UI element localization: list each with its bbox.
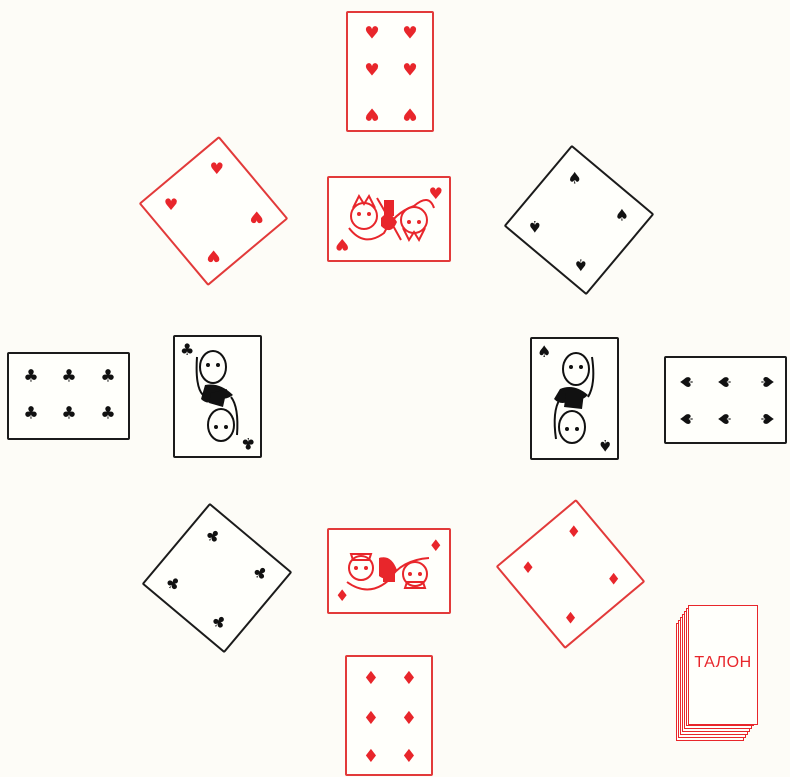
heart-icon: ♥ — [335, 236, 349, 252]
heart-icon: ♥ — [206, 247, 220, 263]
card-six-of-clubs[interactable]: ♣ ♣ ♣ ♣ ♣ ♣ — [7, 352, 130, 440]
card-four-of-clubs[interactable]: ♣ ♣ ♣ ♣ — [142, 503, 293, 654]
heart-icon: ♥ — [364, 26, 379, 43]
spade-icon: ♠ — [758, 411, 775, 426]
card-queen-of-clubs[interactable]: ♣ ♣ — [173, 335, 262, 458]
club-icon: ♣ — [241, 435, 255, 451]
spade-icon: ♠ — [680, 374, 697, 389]
heart-icon: ♥ — [402, 63, 417, 80]
spade-icon: ♠ — [758, 374, 775, 389]
diamond-icon: ♦ — [401, 670, 417, 688]
diamond-icon: ♦ — [521, 560, 535, 576]
club-icon: ♣ — [202, 526, 223, 547]
heart-icon: ♥ — [364, 63, 379, 80]
spade-icon: ♠ — [567, 171, 581, 187]
diamond-icon: ♦ — [567, 524, 581, 540]
spade-icon: ♠ — [574, 257, 588, 273]
heart-icon: ♥ — [164, 197, 178, 213]
heart-icon: ♥ — [402, 26, 417, 43]
card-six-of-spades[interactable]: ♠ ♠ ♠ ♠ ♠ ♠ — [664, 356, 787, 444]
club-icon: ♣ — [100, 406, 115, 423]
diamond-icon: ♦ — [363, 710, 379, 728]
talon-stack[interactable]: ТАЛОН — [676, 605, 786, 745]
diamond-icon: ♦ — [335, 588, 349, 604]
diamond-icon: ♦ — [401, 710, 417, 728]
talon-label: ТАЛОН — [689, 654, 757, 672]
club-icon: ♣ — [61, 406, 76, 423]
card-six-of-hearts[interactable]: ♥ ♥ ♥ ♥ ♥ ♥ — [346, 11, 434, 132]
heart-icon: ♥ — [429, 186, 443, 202]
heart-icon: ♥ — [364, 105, 379, 122]
card-queen-of-spades[interactable]: ♠ ♠ — [530, 337, 619, 460]
card-four-of-spades[interactable]: ♠ ♠ ♠ ♠ — [504, 145, 655, 296]
diamond-icon: ♦ — [606, 572, 620, 588]
heart-icon: ♥ — [402, 105, 417, 122]
club-icon: ♣ — [100, 369, 115, 386]
diamond-icon: ♦ — [363, 670, 379, 688]
club-icon: ♣ — [180, 342, 194, 358]
card-six-of-diamonds[interactable]: ♦ ♦ ♦ ♦ ♦ ♦ — [345, 655, 433, 776]
spade-icon: ♠ — [598, 437, 612, 453]
spade-icon: ♠ — [537, 344, 551, 360]
talon-top-card: ТАЛОН — [688, 605, 758, 725]
diamond-icon: ♦ — [429, 538, 443, 554]
club-icon: ♣ — [249, 563, 270, 584]
club-icon: ♣ — [61, 369, 76, 386]
diamond-icon: ♦ — [363, 748, 379, 766]
card-king-of-hearts[interactable]: ♥ ♥ — [327, 176, 451, 262]
heart-icon: ♥ — [210, 161, 224, 177]
card-four-of-diamonds[interactable]: ♦ ♦ ♦ ♦ — [496, 499, 646, 649]
club-icon: ♣ — [208, 612, 229, 633]
club-icon: ♣ — [23, 406, 38, 423]
spade-icon: ♠ — [718, 411, 735, 426]
diamond-icon: ♦ — [401, 748, 417, 766]
spade-icon: ♠ — [718, 374, 735, 389]
spade-icon: ♠ — [528, 218, 542, 234]
club-icon: ♣ — [23, 369, 38, 386]
spade-icon: ♠ — [680, 411, 697, 426]
card-four-of-hearts[interactable]: ♥ ♥ ♥ ♥ — [139, 136, 289, 286]
heart-icon: ♥ — [249, 209, 263, 225]
spade-icon: ♠ — [615, 208, 629, 224]
club-icon: ♣ — [162, 573, 183, 594]
card-jack-of-diamonds[interactable]: ♦ ♦ — [327, 528, 451, 614]
diamond-icon: ♦ — [563, 610, 577, 626]
